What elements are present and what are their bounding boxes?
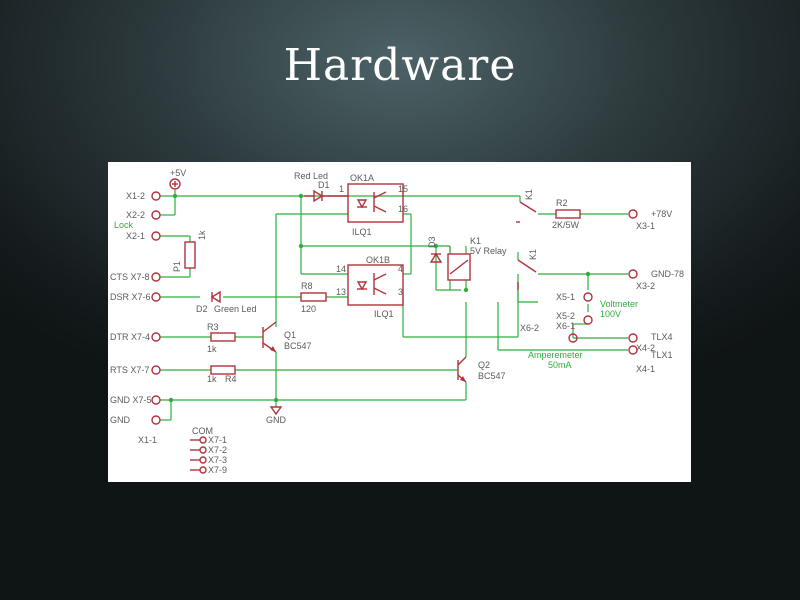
k1-switch-bottom <box>517 259 537 290</box>
x7-2-label: X7-2 <box>208 445 227 455</box>
gnd-x7-5-label: GND X7-5 <box>110 395 152 405</box>
p1-label: P1 <box>172 261 182 272</box>
dsr-label: DSR X7-6 <box>110 292 151 302</box>
com-connector <box>190 436 207 474</box>
connector-pins <box>151 191 638 425</box>
circuit-schematic: +5V X1-2 X2-2 Lock X2-1 P1 1k CTS X7-8 D… <box>108 162 691 482</box>
wires <box>160 190 628 421</box>
p1-value-label: 1k <box>197 230 207 240</box>
q2-label: Q2 <box>478 360 490 370</box>
d2-green-led-icon <box>210 290 221 304</box>
r4-value-label: 1k <box>207 374 217 384</box>
r8-value-label: 120 <box>301 304 316 314</box>
k1-switch-b-label: K1 <box>528 249 538 260</box>
d1-red-led-icon <box>304 189 348 203</box>
x4-1-label: X4-1 <box>636 364 655 374</box>
red-led-label: Red Led <box>294 171 328 181</box>
x1-2-label: X1-2 <box>126 191 145 201</box>
k1-label: K1 <box>470 236 481 246</box>
plus5v-supply-icon <box>169 178 181 190</box>
x4-2-label: X4-2 <box>636 343 655 353</box>
x3-2-label: X3-2 <box>636 281 655 291</box>
ok1b-optocoupler <box>347 264 404 306</box>
x2-1-label: X2-1 <box>126 231 145 241</box>
slide-title: Hardware <box>283 40 517 91</box>
amperemeter-range-label: 50mA <box>548 360 572 370</box>
x3-1-label: X3-1 <box>636 221 655 231</box>
ground-icon <box>269 406 283 416</box>
q1-transistor-icon <box>262 321 277 353</box>
q2-transistor-icon <box>457 356 467 383</box>
r4-label: R4 <box>225 374 237 384</box>
r8-resistor <box>300 292 327 302</box>
pin-4-label: 4 <box>398 264 403 274</box>
ok1a-optocoupler <box>347 183 404 223</box>
k1-relay-label: 5V Relay <box>470 246 507 256</box>
d3-label: D3 <box>427 236 437 248</box>
x2-2-label: X2-2 <box>126 210 145 220</box>
tlx4-label: TLX4 <box>651 332 673 342</box>
q1-type-label: BC547 <box>284 341 312 351</box>
junction-dots <box>168 193 591 403</box>
tlx1-label: TLX1 <box>651 350 673 360</box>
x1-1-label: X1-1 <box>138 435 157 445</box>
x7-1-label: X7-1 <box>208 435 227 445</box>
labels: +5V X1-2 X2-2 Lock X2-1 P1 1k CTS X7-8 D… <box>110 168 684 475</box>
com-label: COM <box>192 426 213 436</box>
x5-1-label: X5-1 <box>556 292 575 302</box>
gnd-symbol-label: GND <box>266 415 287 425</box>
plus5v-label: +5V <box>170 168 186 178</box>
voltmeter-range-label: 100V <box>600 309 621 319</box>
x7-9-label: X7-9 <box>208 465 227 475</box>
cts-label: CTS X7-8 <box>110 272 150 282</box>
pin-15-label: 15 <box>398 184 408 194</box>
pin-16-label: 16 <box>398 204 408 214</box>
x6-2-label: X6-2 <box>520 323 539 333</box>
pin-13-label: 13 <box>336 287 346 297</box>
r8-label: R8 <box>301 281 313 291</box>
k1-switch-a-label: K1 <box>524 189 534 200</box>
x6-1-label: X6-1 <box>556 321 575 331</box>
x5-2-label: X5-2 <box>556 311 575 321</box>
r3-value-label: 1k <box>207 344 217 354</box>
ok1a-label: OK1A <box>350 173 374 183</box>
plus78v-label: +78V <box>651 209 672 219</box>
rts-label: RTS X7-7 <box>110 365 149 375</box>
ilq1-a-label: ILQ1 <box>352 227 372 237</box>
q1-label: Q1 <box>284 330 296 340</box>
pin-14-label: 14 <box>336 264 346 274</box>
k1-switch-top <box>516 201 537 223</box>
lock-label: Lock <box>114 220 134 230</box>
q2-type-label: BC547 <box>478 371 506 381</box>
r3-label: R3 <box>207 322 219 332</box>
gnd78-label: GND-78 <box>651 269 684 279</box>
amperemeter-label: Amperemeter <box>528 350 583 360</box>
r4-resistor <box>210 365 236 375</box>
x7-3-label: X7-3 <box>208 455 227 465</box>
r2-label: R2 <box>556 198 568 208</box>
d1-label: D1 <box>318 180 330 190</box>
voltmeter-label: Voltmeter <box>600 299 638 309</box>
pin-3-label: 3 <box>398 287 403 297</box>
gnd-input-label: GND <box>110 415 131 425</box>
p1-potentiometer <box>184 241 196 269</box>
r3-resistor <box>210 332 236 342</box>
ok1b-label: OK1B <box>366 255 390 265</box>
pin-1-label: 1 <box>339 184 344 194</box>
d2-label: D2 <box>196 304 208 314</box>
k1-relay-coil <box>447 253 471 281</box>
r2-resistor <box>555 209 581 219</box>
r2-value-label: 2K/5W <box>552 220 580 230</box>
d3-diode-icon <box>429 252 443 263</box>
dtr-label: DTR X7-4 <box>110 332 150 342</box>
green-led-label: Green Led <box>214 304 257 314</box>
ilq1-b-label: ILQ1 <box>374 309 394 319</box>
